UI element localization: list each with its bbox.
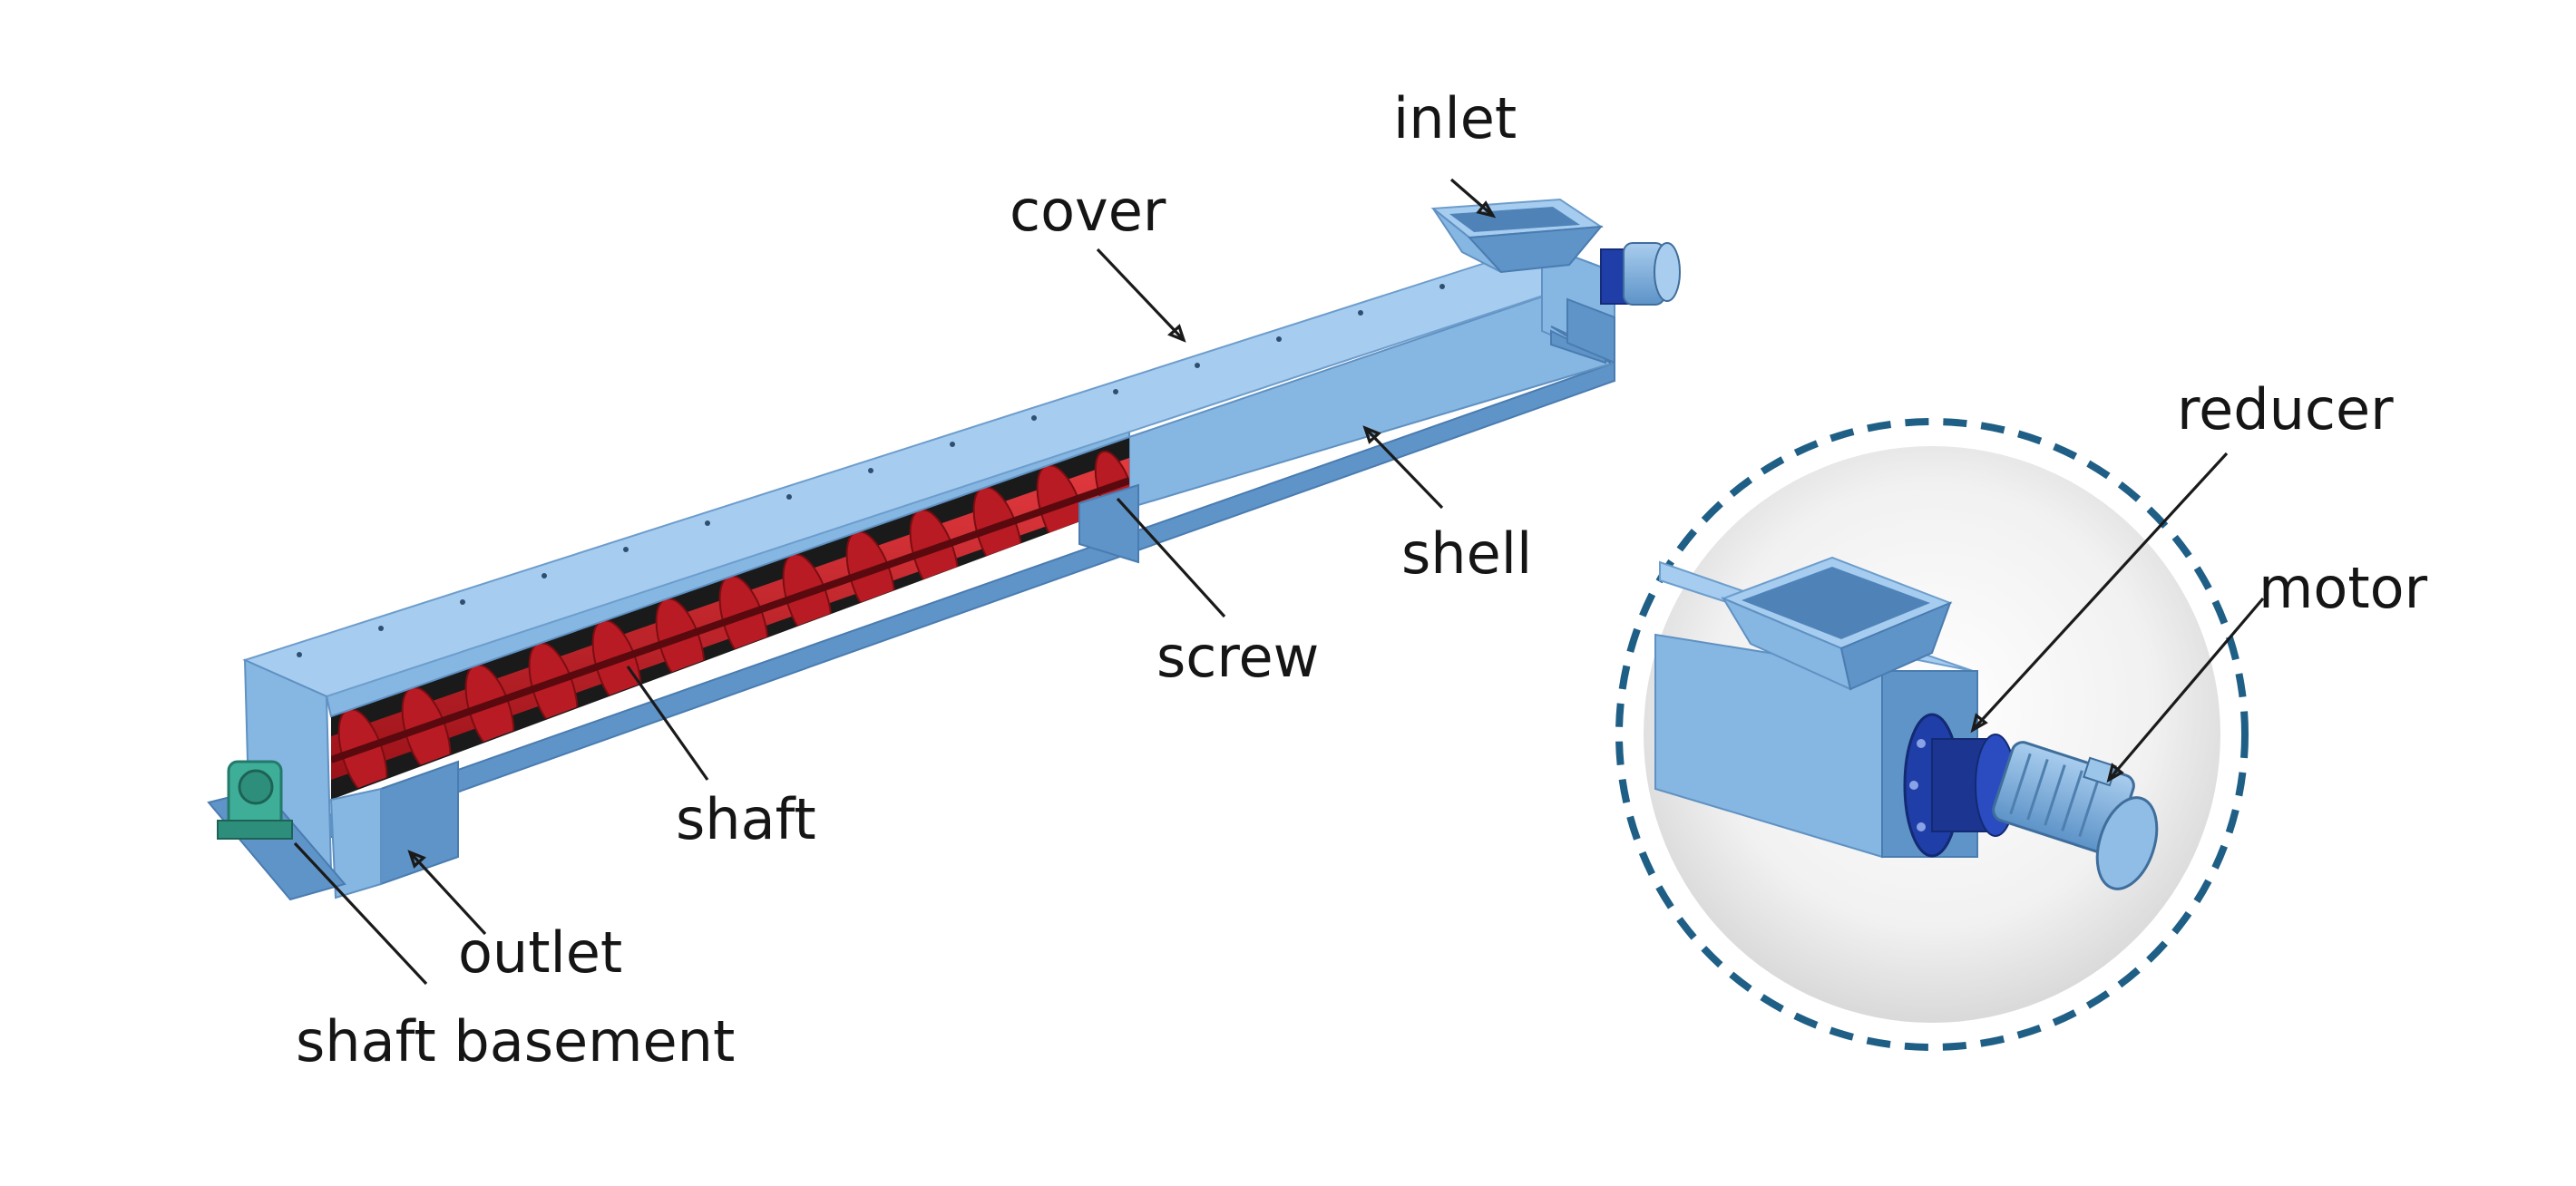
leader-shell <box>1363 426 1444 510</box>
label-motor: motor <box>2259 555 2428 621</box>
outlet <box>380 760 459 886</box>
label-shaft-basement: shaft basement <box>296 1008 735 1074</box>
motor <box>1992 741 2159 890</box>
leader-shaft <box>626 666 709 781</box>
leader-cover <box>1096 248 1186 342</box>
shaft-basement <box>217 760 293 840</box>
reducer <box>1903 713 2016 858</box>
label-reducer: reducer <box>2177 376 2394 442</box>
labels: inlet cover shell screw shaft outlet sha… <box>296 85 2428 1074</box>
leader-outlet <box>408 851 487 936</box>
label-inlet: inlet <box>1393 85 1517 151</box>
label-outlet: outlet <box>458 919 622 986</box>
inlet-hopper <box>1430 198 1604 274</box>
leader-screw <box>1116 497 1226 618</box>
leader-shaft-basement <box>293 841 428 986</box>
screw-conveyor <box>207 198 1681 901</box>
label-shaft: shaft <box>676 786 816 852</box>
leader-lines <box>293 178 2265 986</box>
dashed-ring <box>1615 418 2249 1051</box>
leader-inlet <box>1449 178 1495 218</box>
label-cover: cover <box>1010 178 1166 244</box>
screw <box>331 450 1129 798</box>
cover <box>242 243 1618 698</box>
label-shell: shell <box>1401 520 1532 587</box>
leader-reducer <box>1971 452 2229 732</box>
leader-motor <box>2107 597 2265 782</box>
zoom-hopper <box>1721 556 1953 691</box>
label-screw: screw <box>1156 624 1319 690</box>
zoom-detail <box>1615 418 2249 1051</box>
drive-end <box>1600 242 1681 306</box>
